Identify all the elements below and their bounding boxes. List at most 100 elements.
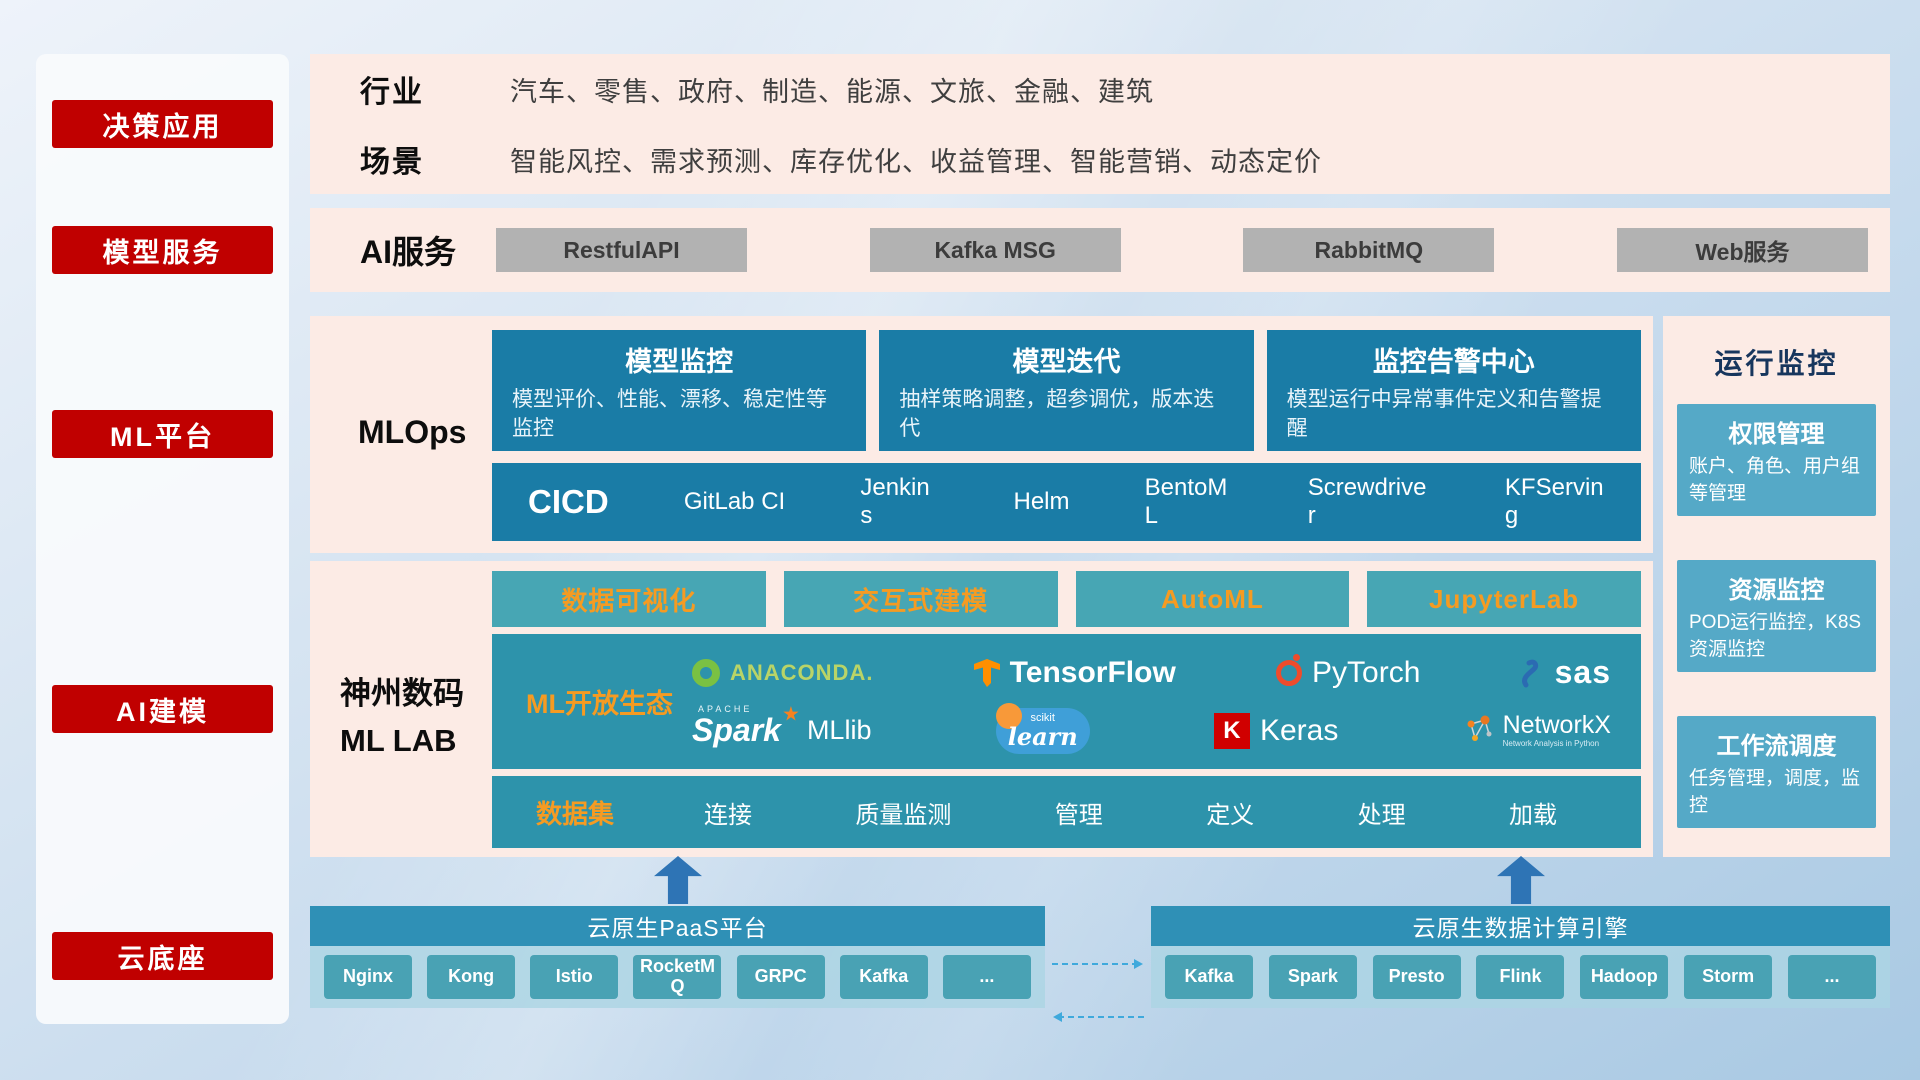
card-desc: 模型运行中异常事件定义和告警提醒 xyxy=(1286,388,1602,441)
networkx-wordmark: NetworkX xyxy=(1502,711,1611,740)
pytorch-wordmark: PyTorch xyxy=(1312,655,1421,689)
anaconda-icon xyxy=(692,658,720,687)
dataset-item-process: 处理 xyxy=(1357,801,1406,829)
ai-service-panel: AI服务 RestfulAPI Kafka MSG RabbitMQ Web服务 xyxy=(310,208,1890,292)
cicd-item-jenkins: Jenkins xyxy=(860,474,930,529)
ai-service-buttons: RestfulAPI Kafka MSG RabbitMQ Web服务 xyxy=(496,228,1868,272)
tool-jupyterlab: JupyterLab xyxy=(1367,571,1641,627)
mllab-label-line1: 神州数码 xyxy=(340,676,464,711)
scene-label: 场景 xyxy=(360,146,424,179)
spark-star-icon xyxy=(783,706,799,721)
tool-interactive-modeling: 交互式建模 xyxy=(783,571,1058,627)
pytorch-icon xyxy=(1276,653,1303,686)
sidebar-item-cloud-base: 云底座 xyxy=(52,932,273,980)
scikit-learn-logo: scikit learn xyxy=(995,702,1090,754)
sas-logo: sas xyxy=(1521,654,1611,691)
chip-more: ... xyxy=(942,955,1031,999)
chip-nginx: Nginx xyxy=(324,955,412,999)
tool-data-visualization: 数据可视化 xyxy=(492,571,766,627)
data-engine-items: Kafka Spark Presto Flink Hadoop Storm ..… xyxy=(1151,946,1890,1008)
keras-wordmark: Keras xyxy=(1259,713,1339,747)
tensorflow-icon xyxy=(973,658,1000,687)
chip-kafka-msg: Kafka MSG xyxy=(869,228,1121,272)
card-permission-mgmt: 权限管理 账户、角色、用户组等管理 xyxy=(1677,404,1876,516)
dataset-item-load: 加载 xyxy=(1508,801,1557,829)
chip-grpc: GRPC xyxy=(736,955,825,999)
mllab-label-line2: ML LAB xyxy=(340,722,457,758)
mllab-panel: 神州数码 ML LAB 数据可视化 交互式建模 AutoML JupyterLa… xyxy=(310,561,1653,857)
anaconda-wordmark: ANACONDA. xyxy=(730,659,874,685)
card-title: 资源监控 xyxy=(1728,577,1825,604)
card-alert-center: 监控告警中心 模型运行中异常事件定义和告警提醒 xyxy=(1266,330,1641,451)
keras-logo: K Keras xyxy=(1213,712,1339,749)
up-arrow-right xyxy=(1497,856,1545,904)
paas-platform: 云原生PaaS平台 Nginx Kong Istio RocketMQ GRPC… xyxy=(310,906,1045,1008)
scikit-learn-icon xyxy=(995,702,1022,729)
spark-wordmark: Spark xyxy=(692,712,781,748)
paas-platform-items: Nginx Kong Istio RocketMQ GRPC Kafka ... xyxy=(310,946,1045,1008)
scikit-learn-badge: scikit learn xyxy=(995,702,1090,754)
learn-wordmark: learn xyxy=(1007,721,1078,751)
card-title: 权限管理 xyxy=(1728,421,1825,448)
chip-restfulapi: RestfulAPI xyxy=(496,228,747,272)
mllab-tools: 数据可视化 交互式建模 AutoML JupyterLab xyxy=(492,571,1641,627)
scikit-caption: scikit xyxy=(1030,711,1055,724)
paas-platform-title: 云原生PaaS平台 xyxy=(310,906,1045,946)
sidebar: 决策应用 模型服务 ML平台 AI建模 云底座 xyxy=(36,54,289,1024)
runtime-monitoring-title: 运行监控 xyxy=(1714,348,1839,379)
sas-icon xyxy=(1521,659,1538,687)
card-model-monitoring: 模型监控 模型评价、性能、漂移、稳定性等监控 xyxy=(492,330,867,451)
chip-spark: Spark xyxy=(1268,955,1357,999)
chip-flink: Flink xyxy=(1476,955,1565,999)
chip-rocketmq: RocketMQ xyxy=(633,955,722,999)
ml-ecosystem-label: ML开放生态 xyxy=(526,689,673,719)
networkx-icon xyxy=(1467,715,1492,742)
apache-caption: APACHE xyxy=(698,704,753,714)
cicd-item-screwdriver: Screwdriver xyxy=(1307,474,1427,529)
mlops-panel: MLOps 模型监控 模型评价、性能、漂移、稳定性等监控 模型迭代 抽样策略调整… xyxy=(310,316,1653,553)
mllab-label: 神州数码 ML LAB xyxy=(340,671,464,764)
chip-kafka: Kafka xyxy=(839,955,928,999)
dataset-label: 数据集 xyxy=(536,798,615,829)
sas-wordmark: sas xyxy=(1554,654,1611,690)
sidebar-item-ai-modeling: AI建模 xyxy=(52,685,273,733)
tensorflow-logo: TensorFlow xyxy=(973,655,1176,690)
up-arrow-left xyxy=(654,856,702,904)
networkx-subtitle: Network Analysis in Python xyxy=(1502,738,1600,748)
industry-scene-panel: 行业 汽车、零售、政府、制造、能源、文旅、金融、建筑 场景 智能风控、需求预测、… xyxy=(310,54,1890,194)
chip-kong: Kong xyxy=(427,955,516,999)
dataset-bar: 数据集 连接 质量监测 管理 定义 处理 加载 xyxy=(492,776,1641,848)
tensorflow-wordmark: TensorFlow xyxy=(1009,655,1176,689)
dataset-item-manage: 管理 xyxy=(1054,801,1103,829)
card-desc: 账户、角色、用户组等管理 xyxy=(1689,456,1861,504)
card-desc: 模型评价、性能、漂移、稳定性等监控 xyxy=(512,388,827,441)
card-title: 工作流调度 xyxy=(1716,733,1837,760)
dashed-arrow-right xyxy=(1052,959,1143,969)
card-title: 模型监控 xyxy=(625,347,734,377)
dataset-item-quality: 质量监测 xyxy=(855,801,952,829)
sidebar-item-ml-platform: ML平台 xyxy=(52,410,273,458)
spark-wordmark-block: APACHE Spark xyxy=(692,704,799,749)
industry-row: 行业 汽车、零售、政府、制造、能源、文旅、金融、建筑 xyxy=(360,67,1890,111)
sidebar-item-model-service: 模型服务 xyxy=(52,226,273,274)
anaconda-logo: ANACONDA. xyxy=(692,658,874,687)
dataset-item-define: 定义 xyxy=(1206,801,1255,829)
data-engine-title: 云原生数据计算引擎 xyxy=(1151,906,1890,946)
scene-row: 场景 智能风控、需求预测、库存优化、收益管理、智能营销、动态定价 xyxy=(360,137,1890,181)
industry-label: 行业 xyxy=(360,76,424,109)
dataset-items: 连接 质量监测 管理 定义 处理 加载 xyxy=(704,795,1597,830)
ecosystem-logos: ANACONDA. TensorFlow PyTorch xyxy=(692,634,1641,769)
card-desc: POD运行监控，K8S资源监控 xyxy=(1689,612,1862,660)
dataset-item-connect: 连接 xyxy=(704,801,753,829)
card-title: 监控告警中心 xyxy=(1372,347,1535,377)
card-resource-monitoring: 资源监控 POD运行监控，K8S资源监控 xyxy=(1677,560,1876,672)
spark-mllib-logo: APACHE Spark MLlib xyxy=(692,704,871,749)
cicd-label: CICD xyxy=(528,483,609,520)
cicd-item-helm: Helm xyxy=(1013,488,1070,516)
card-desc: 任务管理，调度，监控 xyxy=(1689,768,1861,816)
cicd-item-kfserving: KFServing xyxy=(1504,474,1604,529)
networkx-text-block: NetworkX Network Analysis in Python xyxy=(1503,712,1611,748)
ai-service-label: AI服务 xyxy=(360,234,457,270)
chip-presto: Presto xyxy=(1372,955,1461,999)
